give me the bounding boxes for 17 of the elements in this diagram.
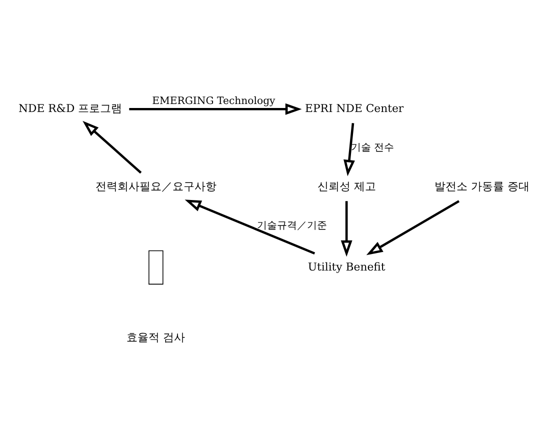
node-text: 효율적 검사 <box>126 330 186 344</box>
arrow <box>340 201 352 257</box>
node-text: 신뢰성 제고 <box>317 180 376 193</box>
edge-label: 기술 전수 <box>351 142 394 154</box>
node-text: 전력회사필요／요구사항 <box>95 180 216 193</box>
arrow <box>344 123 355 176</box>
arrow <box>82 120 142 174</box>
node-text: EPRI NDE Center <box>305 102 404 115</box>
node-text: 발전소 가동률 증대 <box>434 180 530 193</box>
node-text: Utility Benefit <box>308 260 386 274</box>
arrow <box>129 103 302 115</box>
node-bar <box>148 250 164 285</box>
node-text: NDE R&D 프로그램 <box>18 102 122 115</box>
arrow <box>184 200 316 255</box>
edge-label: 기술규격／기준 <box>257 220 328 232</box>
edge-label: EMERGING Technology <box>152 96 276 107</box>
arrow <box>366 200 460 256</box>
